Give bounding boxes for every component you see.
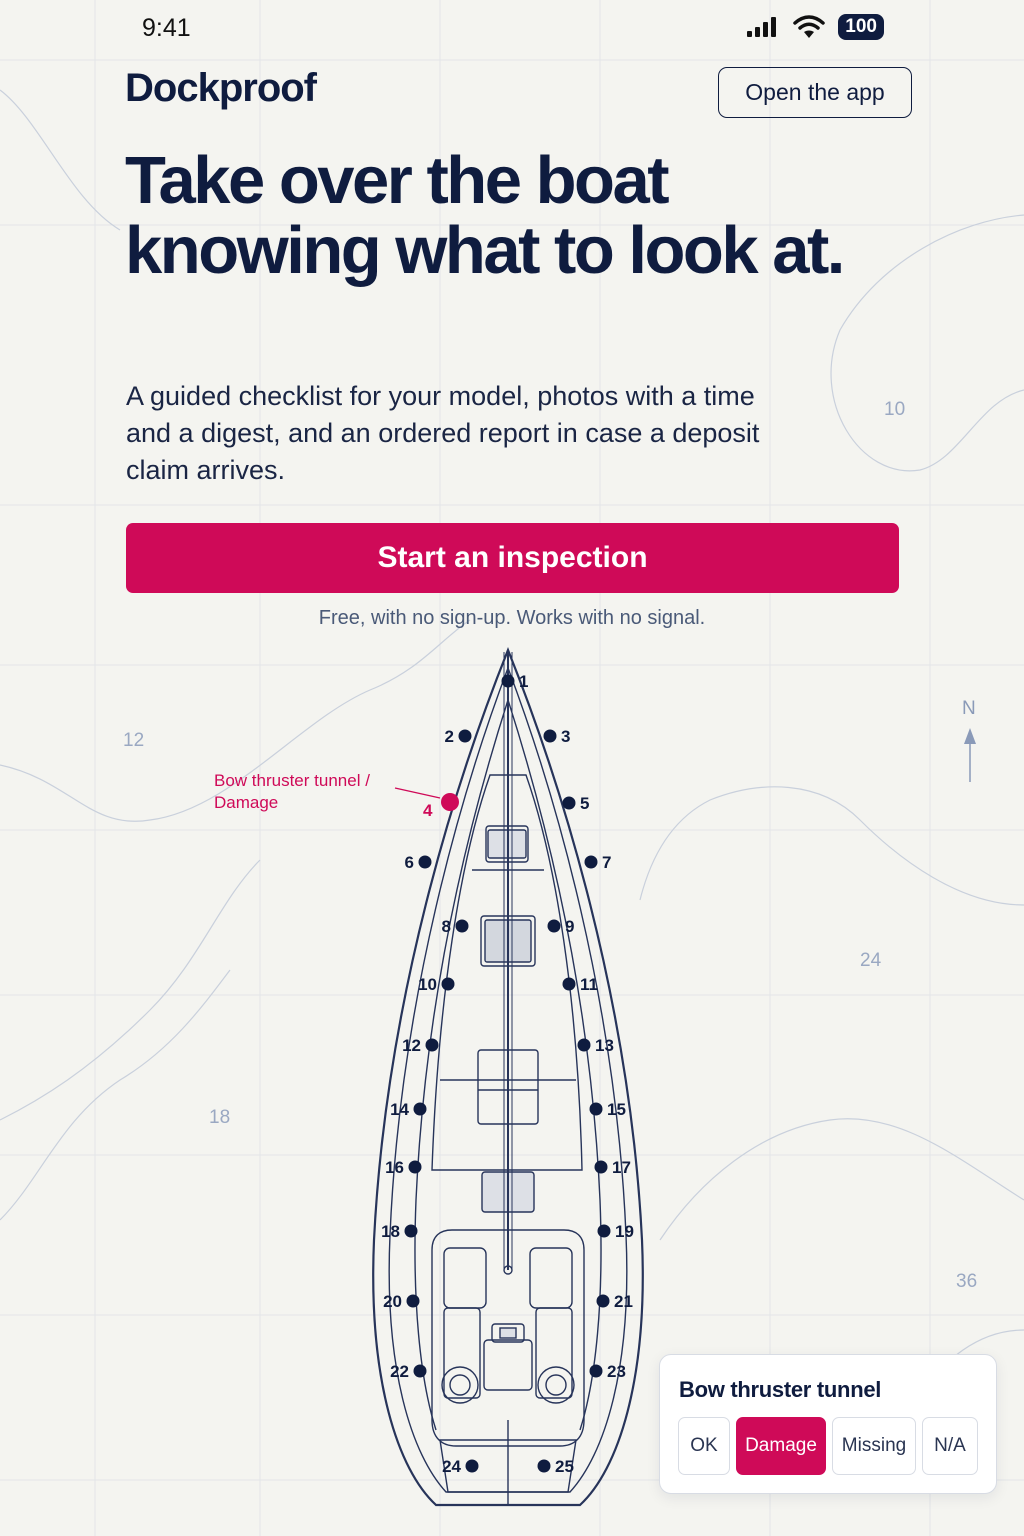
inspection-point[interactable] [589, 1364, 603, 1378]
inspection-point-label: 15 [607, 1100, 626, 1119]
inspection-point[interactable] [543, 729, 557, 743]
signal-icon [747, 17, 777, 37]
inspection-point-label: 17 [612, 1158, 631, 1177]
inspection-point-label: 25 [555, 1457, 574, 1476]
inspection-point[interactable] [425, 1038, 439, 1052]
inspection-point[interactable] [458, 729, 472, 743]
inspection-point[interactable] [404, 1224, 418, 1238]
inspection-point[interactable] [537, 1459, 551, 1473]
status-option-damage[interactable]: Damage [736, 1417, 826, 1475]
inspection-point[interactable] [577, 1038, 591, 1052]
inspection-point-label: 13 [595, 1036, 614, 1055]
inspection-point-selected[interactable] [441, 793, 459, 811]
inspection-point-label: 6 [405, 853, 414, 872]
depth-label: 10 [884, 399, 906, 420]
inspection-point-label: 18 [381, 1222, 400, 1241]
start-inspection-button[interactable]: Start an inspection [126, 523, 899, 593]
inspection-point-label: 23 [607, 1362, 626, 1381]
status-icons: 100 [746, 14, 884, 40]
inspection-point-label: 12 [402, 1036, 421, 1055]
battery-indicator: 100 [838, 14, 884, 40]
inspection-point[interactable] [455, 919, 469, 933]
inspection-point[interactable] [441, 977, 455, 991]
damage-callout: Bow thruster tunnel / Damage [214, 770, 370, 814]
depth-label: 18 [209, 1107, 231, 1128]
inspection-point-label: 8 [442, 917, 451, 936]
inspection-point[interactable] [413, 1102, 427, 1116]
wifi-icon [793, 15, 826, 38]
inspection-point-label: 9 [565, 917, 574, 936]
callout-line-2: Damage [214, 793, 279, 812]
inspection-point[interactable] [547, 919, 561, 933]
depth-label: 24 [860, 950, 882, 971]
inspection-point[interactable] [413, 1364, 427, 1378]
inspection-point-label: 10 [418, 975, 437, 994]
depth-label: 36 [956, 1271, 978, 1292]
compass-arrow-icon [964, 728, 976, 782]
brand-logo[interactable]: Dockproof [125, 66, 317, 110]
status-option-na[interactable]: N/A [922, 1417, 978, 1475]
compass-north-label: N [962, 698, 976, 719]
cta-fine-print: Free, with no sign-up. Works with no sig… [318, 607, 706, 629]
inspection-point[interactable] [501, 674, 515, 688]
inspection-point[interactable] [562, 796, 576, 810]
depth-label: 12 [123, 730, 145, 751]
hero-headline: Take over the boat knowing what to look … [125, 143, 845, 288]
status-option-ok[interactable]: OK [678, 1417, 730, 1475]
hero-subtext: A guided checklist for your model, photo… [126, 381, 760, 485]
inspection-point-label: 22 [390, 1362, 409, 1381]
inspection-point[interactable] [594, 1160, 608, 1174]
open-app-button[interactable]: Open the app [718, 67, 912, 118]
inspection-point-label: 5 [580, 794, 589, 813]
inspection-point[interactable] [418, 855, 432, 869]
inspection-point-label: 7 [602, 853, 611, 872]
inspection-card-title: Bow thruster tunnel [679, 1377, 882, 1402]
inspection-point-label: 24 [442, 1457, 461, 1476]
inspection-point-label: 11 [580, 975, 598, 994]
inspection-point-label: 20 [383, 1292, 402, 1311]
status-option-missing[interactable]: Missing [832, 1417, 916, 1475]
inspection-point-label: 19 [615, 1222, 634, 1241]
inspection-point[interactable] [408, 1160, 422, 1174]
inspection-point-label: 1 [519, 672, 528, 691]
inspection-point-label: 16 [385, 1158, 404, 1177]
status-time: 9:41 [142, 14, 191, 42]
callout-line-1: Bow thruster tunnel / [214, 771, 370, 790]
inspection-point-label: 21 [614, 1292, 633, 1311]
inspection-card: Bow thruster tunnel OK Damage Missing N/… [659, 1354, 997, 1494]
inspection-point[interactable] [562, 977, 576, 991]
inspection-point[interactable] [406, 1294, 420, 1308]
inspection-point[interactable] [584, 855, 598, 869]
inspection-point[interactable] [597, 1224, 611, 1238]
inspection-point-label: 3 [561, 727, 570, 746]
inspection-point[interactable] [465, 1459, 479, 1473]
inspection-point-label: 14 [390, 1100, 409, 1119]
inspection-point[interactable] [589, 1102, 603, 1116]
inspection-point-label: 4 [423, 801, 433, 820]
inspection-point[interactable] [596, 1294, 610, 1308]
inspection-point-label: 2 [445, 727, 454, 746]
